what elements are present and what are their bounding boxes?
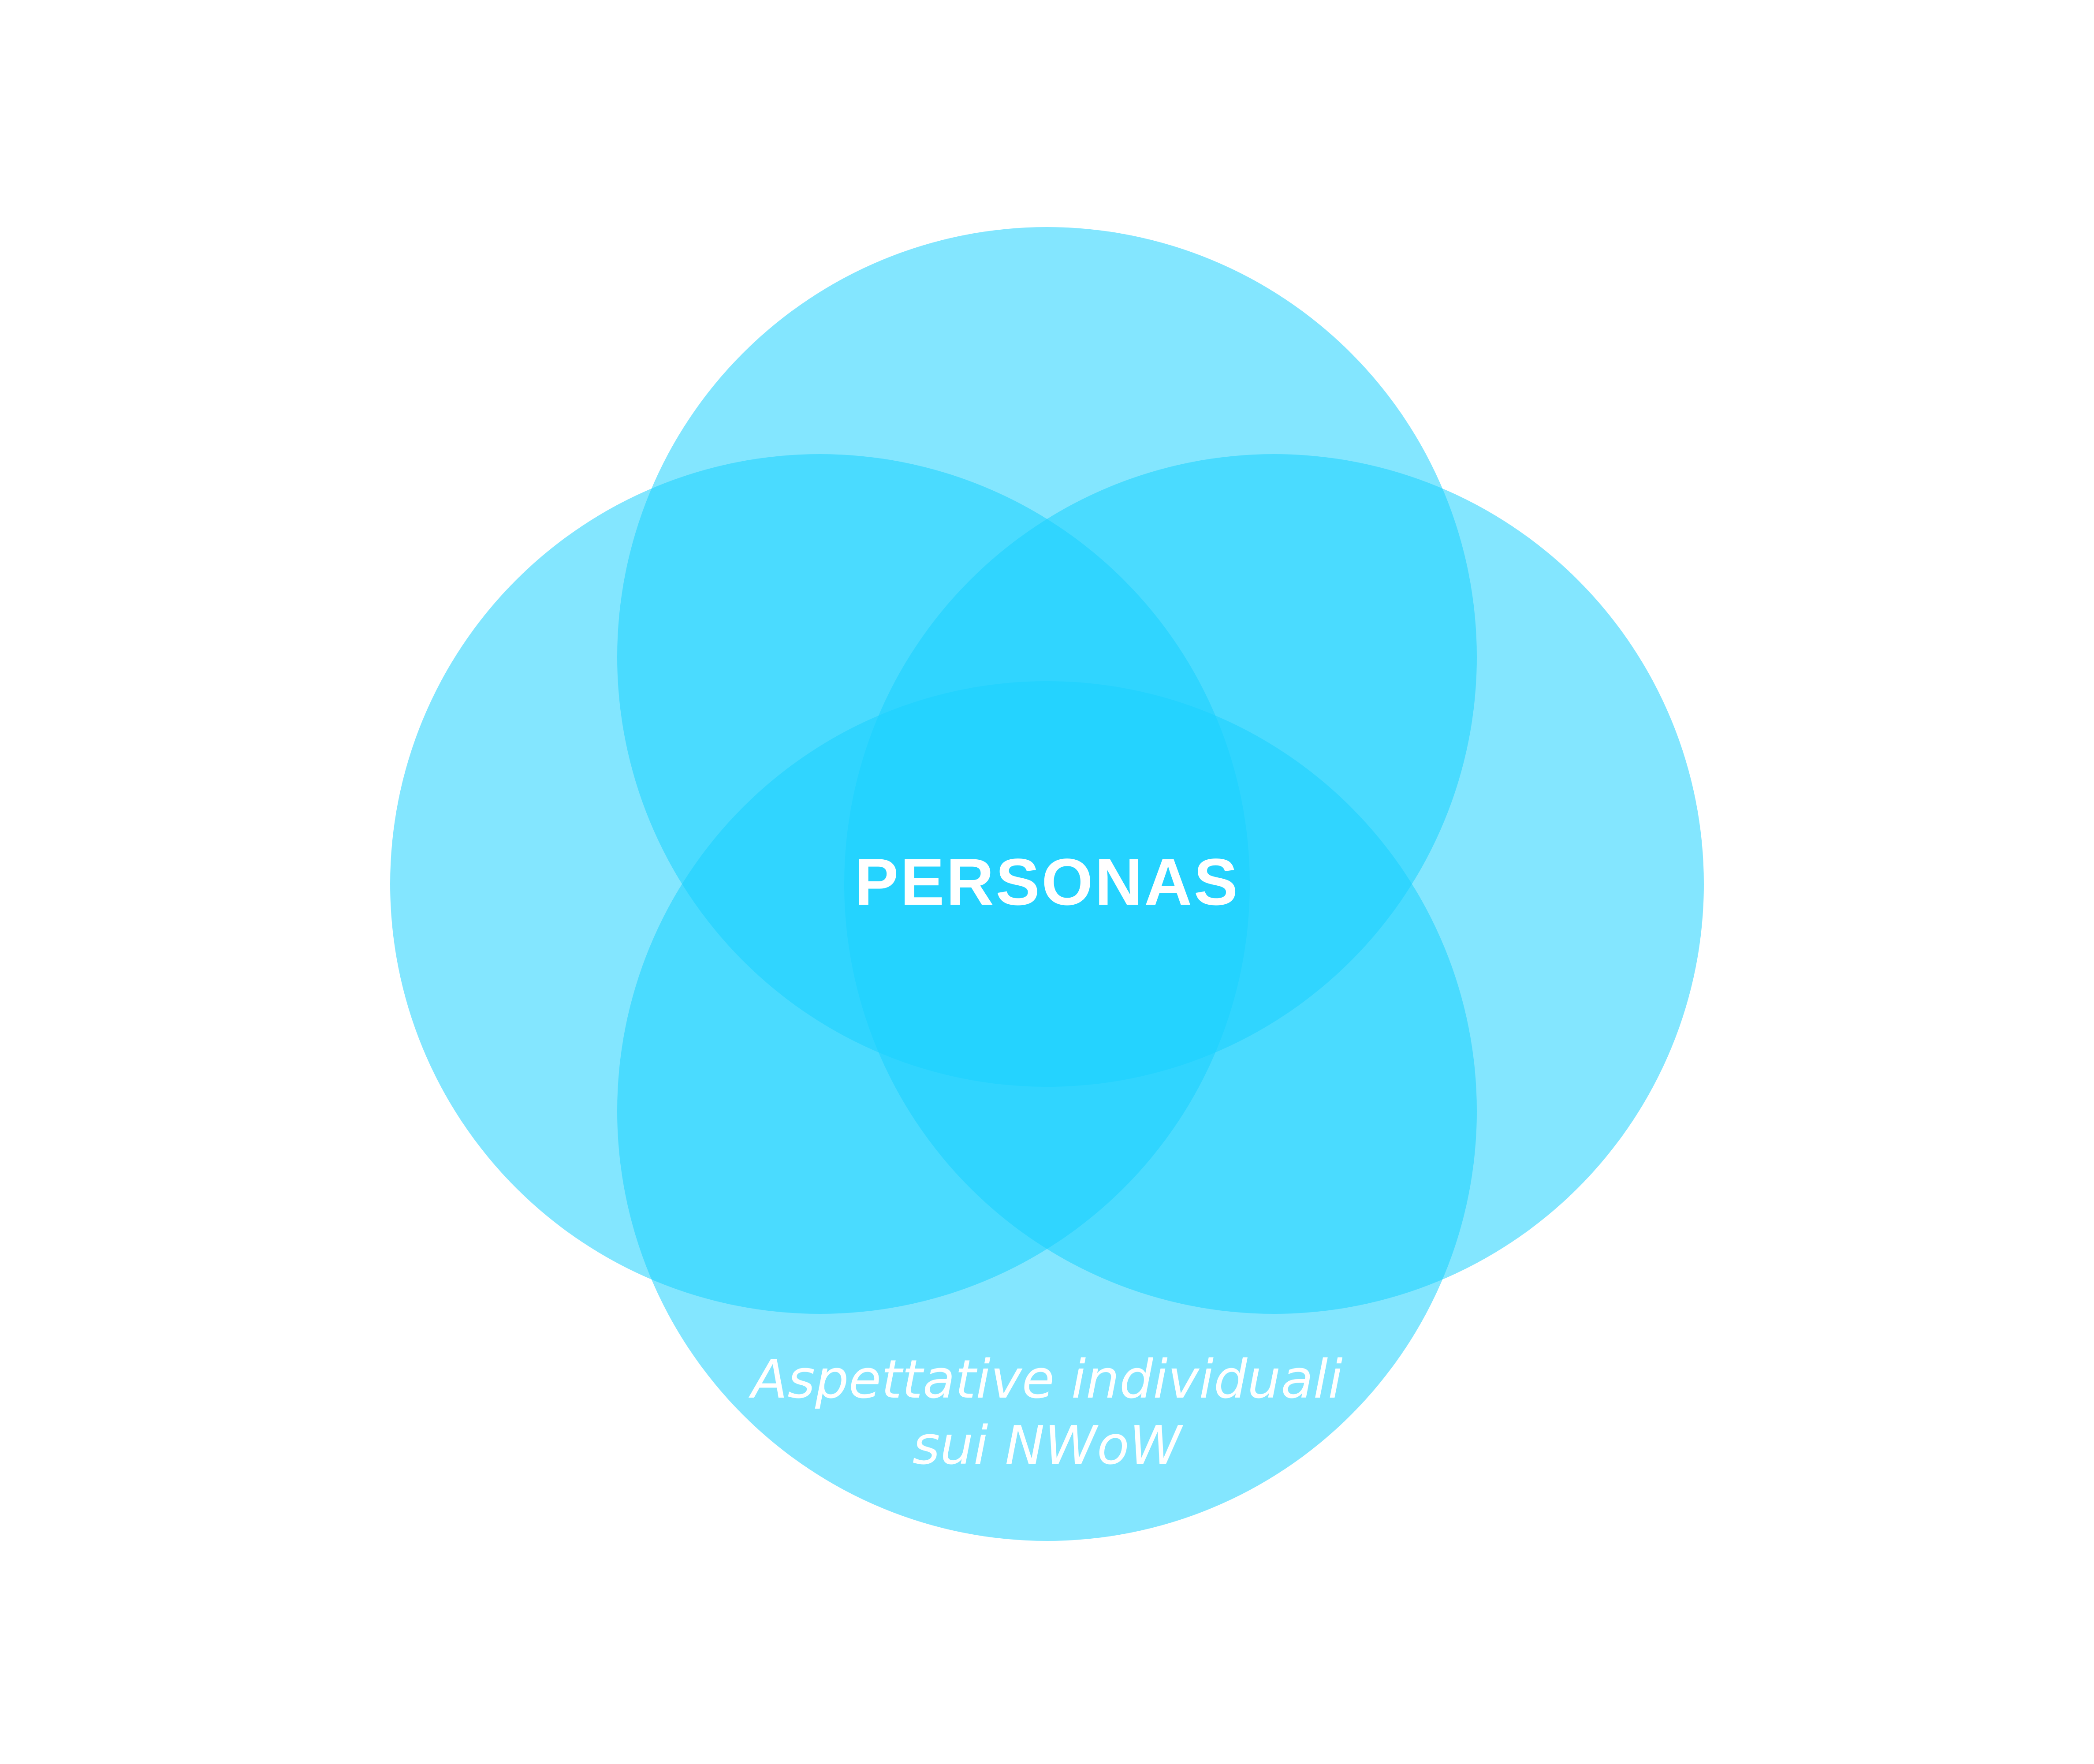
caption-line-1: Aspettative individuali	[748, 1349, 1342, 1410]
circle-group	[390, 227, 1704, 1541]
center-label: PERSONAS	[854, 845, 1240, 919]
caption-line-2: sui NWoW	[913, 1415, 1184, 1477]
caption: Aspettative individuali sui NWoW	[748, 1349, 1342, 1477]
circle-bottom	[617, 681, 1477, 1541]
